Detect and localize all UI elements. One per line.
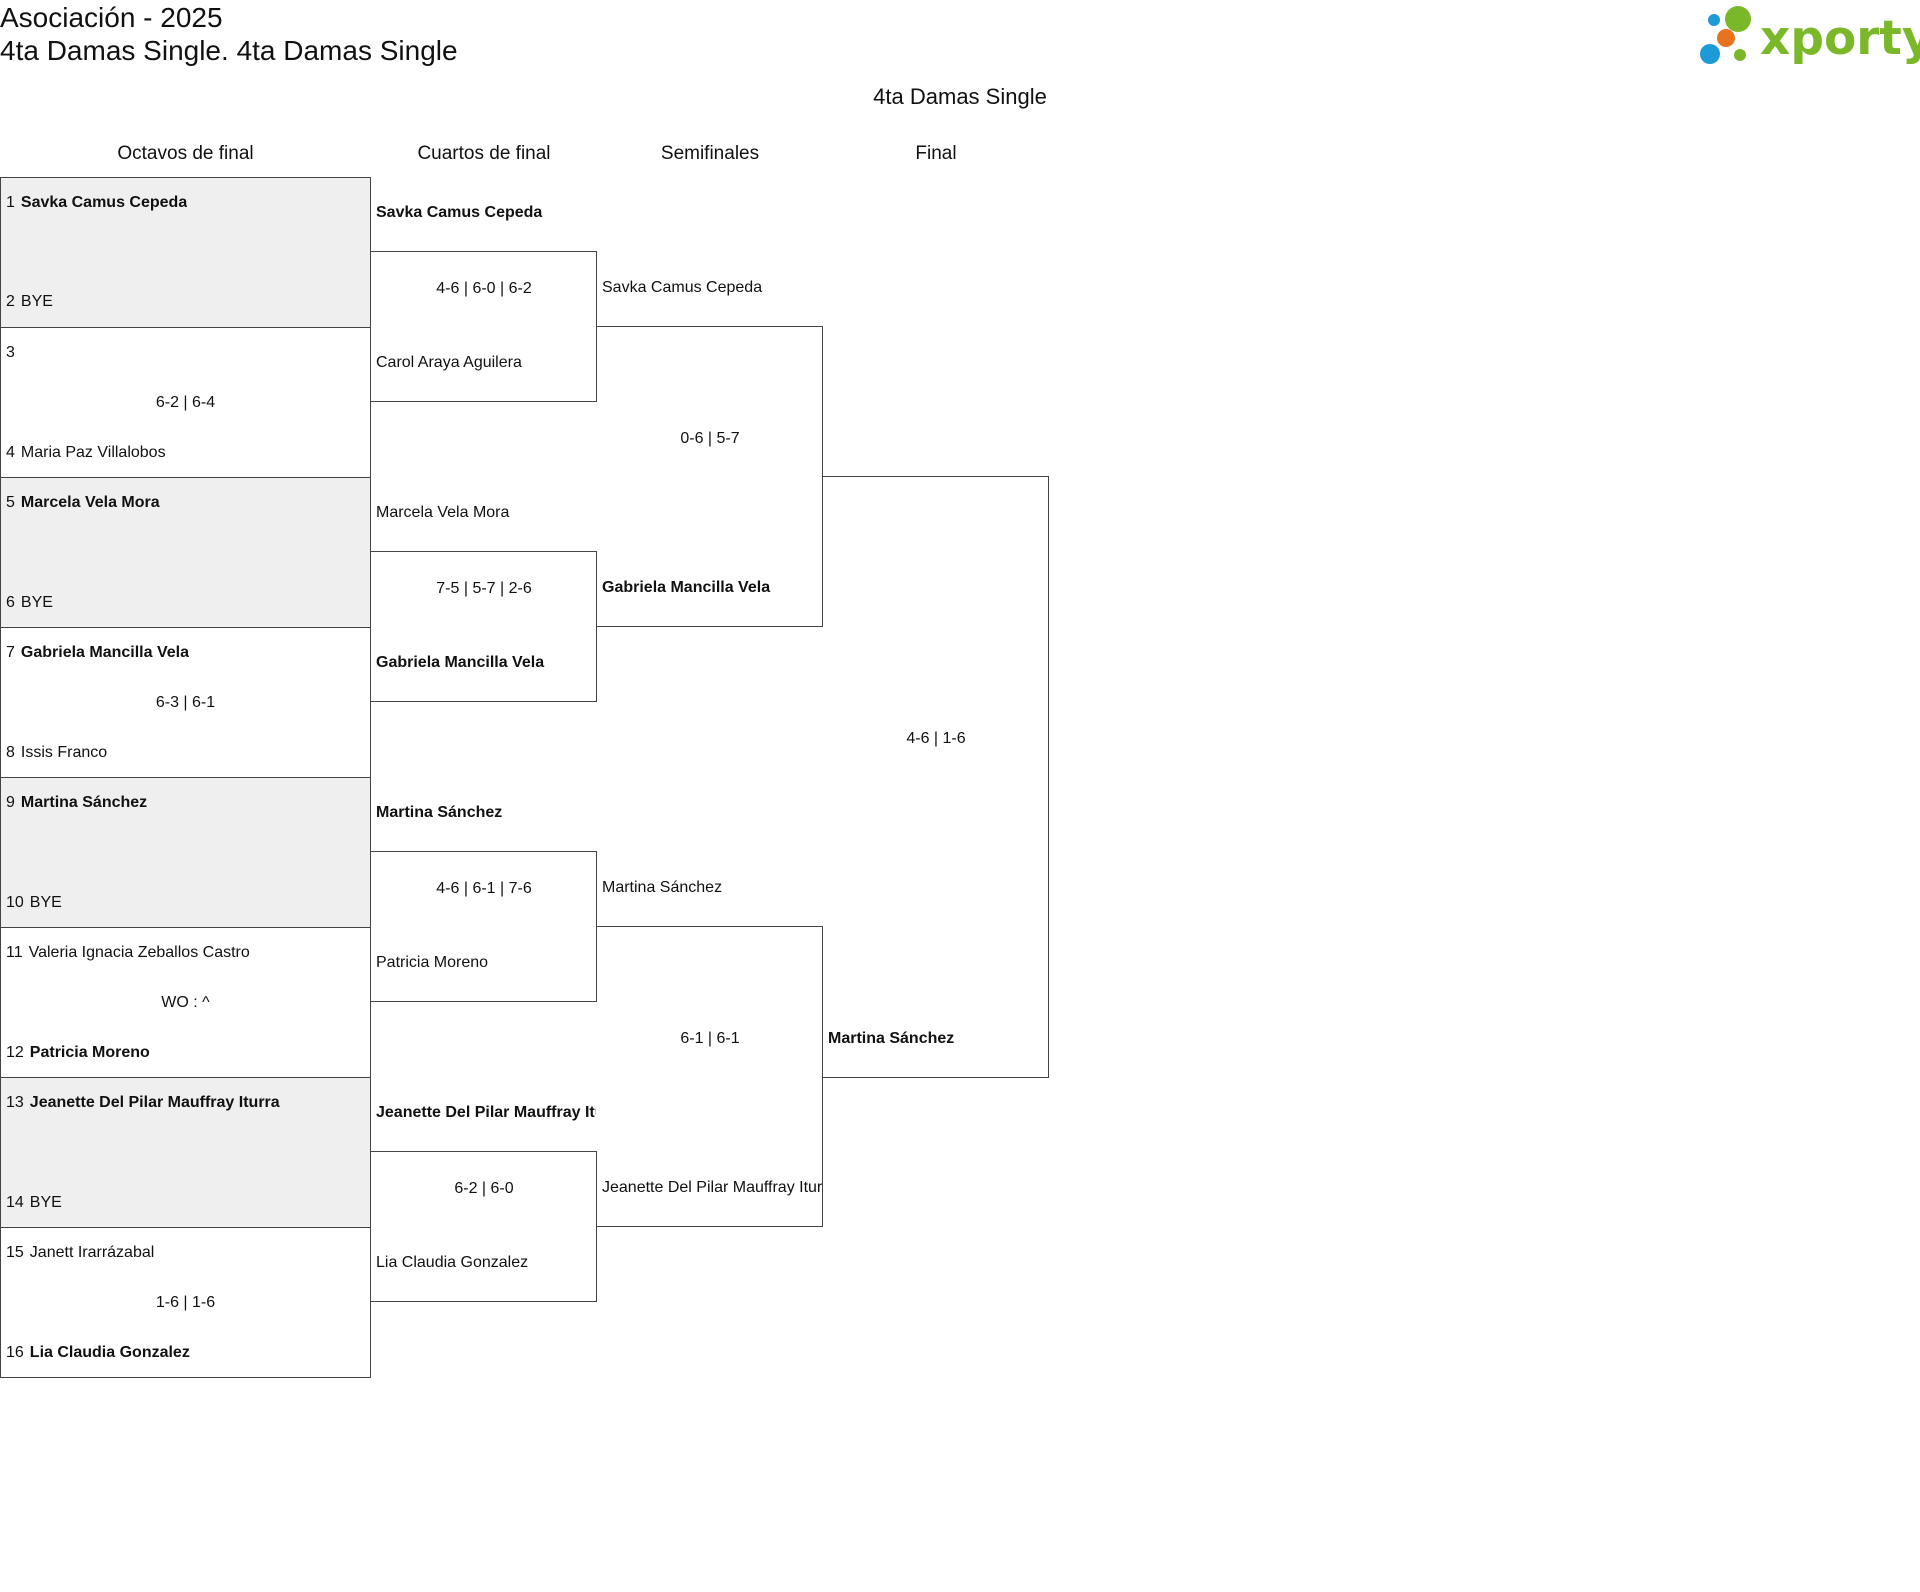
qf-connector-2 bbox=[370, 551, 597, 702]
qf-connector-1 bbox=[370, 251, 597, 402]
association-title: Asociación - 2025 bbox=[0, 2, 223, 33]
sf-1-score: 0-6 | 5-7 bbox=[680, 430, 740, 447]
category-title: 4ta Damas Single. 4ta Damas Single bbox=[0, 35, 458, 66]
sf-connector-2 bbox=[596, 926, 823, 1227]
final-connector bbox=[822, 476, 1049, 1078]
sf-1-top: Savka Camus Cepeda bbox=[602, 279, 763, 296]
logo-dot-blue-big bbox=[1700, 44, 1720, 64]
final-score: 4-6 | 1-6 bbox=[906, 730, 966, 747]
sf-2-top: Martina Sánchez bbox=[602, 879, 723, 896]
qf-1-top: Savka Camus Cepeda bbox=[376, 204, 543, 221]
logo-dot-blue-small bbox=[1708, 14, 1720, 26]
qf-4-bottom: Lia Claudia Gonzalez bbox=[376, 1254, 529, 1271]
round-label-quarterfinals: Cuartos de final bbox=[417, 143, 551, 164]
qf-3-bottom: Patricia Moreno bbox=[376, 954, 489, 971]
logo-dot-orange bbox=[1717, 29, 1735, 47]
logo-dot-green-big bbox=[1725, 6, 1751, 32]
sf-2-bottom: Jeanette Del Pilar Mauffray Iturra bbox=[602, 1179, 822, 1196]
sf-2-score: 6-1 | 6-1 bbox=[680, 1030, 740, 1047]
qf-3-score: 4-6 | 6-1 | 7-6 bbox=[436, 880, 532, 897]
qf-2-score: 7-5 | 5-7 | 2-6 bbox=[436, 580, 532, 597]
round-label-final: Final bbox=[915, 143, 957, 164]
qf-1-score: 4-6 | 6-0 | 6-2 bbox=[436, 280, 532, 297]
r16-score-8: 1-6 | 1-6 bbox=[155, 1294, 216, 1311]
qf-2-bottom: Gabriela Mancilla Vela bbox=[376, 654, 545, 671]
qf-connector-4 bbox=[370, 1151, 597, 1302]
round-label-round-of-16: Octavos de final bbox=[117, 143, 254, 164]
qf-4-score: 6-2 | 6-0 bbox=[454, 1180, 514, 1197]
r16-score-4: 6-3 | 6-1 bbox=[155, 694, 216, 711]
r16-score-6: WO : ^ bbox=[161, 994, 210, 1011]
qf-3-top: Martina Sánchez bbox=[376, 804, 503, 821]
bracket-title: 4ta Damas Single bbox=[873, 84, 1047, 109]
round-label-semifinals: Semifinales bbox=[660, 143, 760, 164]
r16-score-2: 6-2 | 6-4 bbox=[155, 394, 216, 411]
sf-1-bottom: Gabriela Mancilla Vela bbox=[602, 579, 771, 596]
qf-1-bottom: Carol Araya Aguilera bbox=[376, 354, 522, 371]
final-winner: Martina Sánchez bbox=[828, 1030, 955, 1047]
xporty-logo: xporty bbox=[1693, 2, 1920, 68]
qf-2-top: Marcela Vela Mora bbox=[376, 504, 510, 521]
qf-4-top: Jeanette Del Pilar Mauffray Iturra bbox=[376, 1104, 596, 1121]
qf-connector-3 bbox=[370, 851, 597, 1002]
r16-slot-3: 3 bbox=[6, 344, 15, 361]
logo-text: xporty bbox=[1760, 11, 1920, 66]
logo-dot-green-small bbox=[1734, 49, 1746, 61]
